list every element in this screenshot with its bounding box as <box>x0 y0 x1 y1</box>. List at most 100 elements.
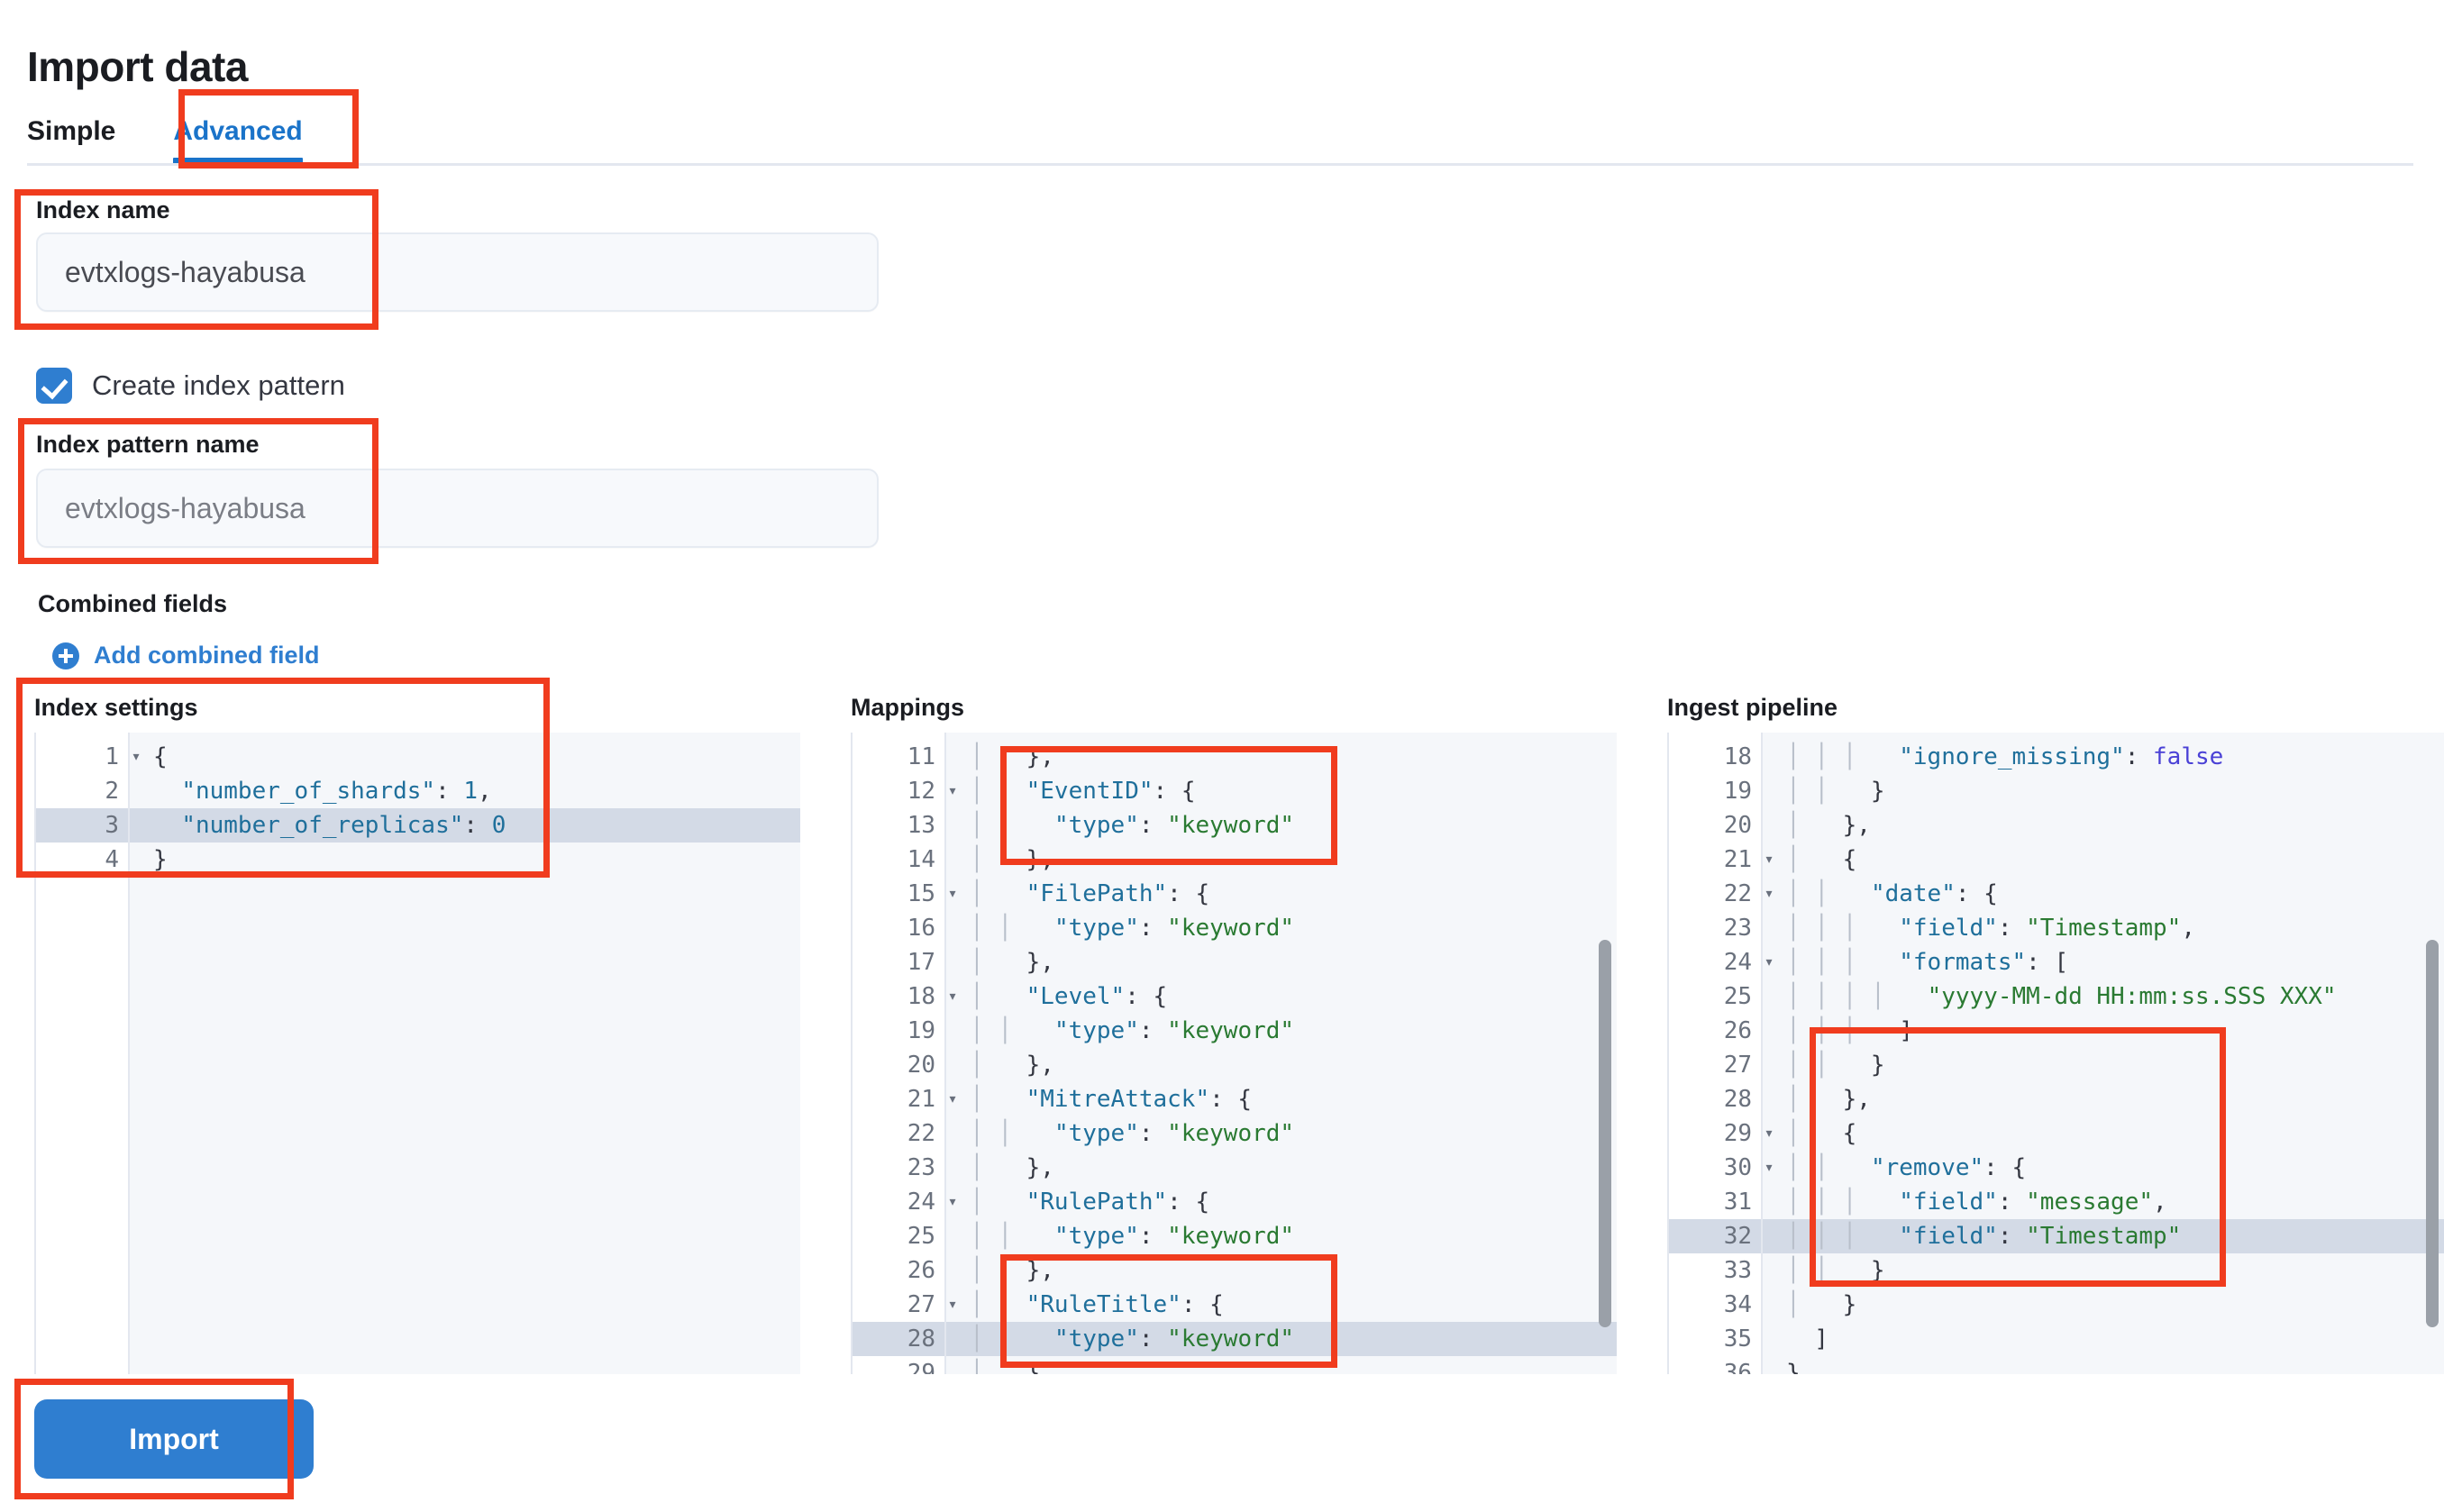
line-number: 26 <box>907 1257 935 1284</box>
line-number: 12▾ <box>853 774 958 808</box>
create-index-pattern-row[interactable]: Create index pattern <box>36 368 345 404</box>
line-number: 23 <box>907 1154 935 1181</box>
plus-circle-icon <box>52 642 79 669</box>
line-number: 20 <box>907 1052 935 1079</box>
editor-code[interactable]: │ },│ "EventID": {│ │ "type": "keyword"│… <box>946 733 1617 1374</box>
add-combined-field-label: Add combined field <box>94 642 320 669</box>
line-number: 34 <box>1723 1291 1752 1318</box>
fold-caret-icon[interactable]: ▾ <box>947 884 958 903</box>
code-line: │ │ "type": "keyword" <box>970 915 1295 942</box>
tab-simple[interactable]: Simple <box>27 116 116 146</box>
line-number: 18▾ <box>853 979 958 1014</box>
line-number: 33 <box>1723 1257 1752 1284</box>
index-name-input[interactable]: evtxlogs-hayabusa <box>36 232 879 312</box>
code-line: │ } <box>1786 1291 1857 1318</box>
line-number: 21▾ <box>853 1082 958 1116</box>
line-number: 26 <box>1723 1017 1752 1044</box>
create-index-pattern-checkbox[interactable] <box>36 368 72 404</box>
code-line: │ │ │ "field": "Timestamp", <box>1786 915 2195 942</box>
code-line: "number_of_shards": 1, <box>181 778 492 805</box>
line-number: 22▾ <box>1669 877 1774 911</box>
code-line: │ │ │ │ "yyyy-MM-dd HH:mm:ss.SSS XXX" <box>1786 983 2337 1010</box>
line-number: 32 <box>1669 1219 1761 1253</box>
fold-caret-icon[interactable]: ▾ <box>947 1295 958 1314</box>
line-number: 29 <box>907 1360 935 1374</box>
line-number: 29▾ <box>1669 1116 1774 1151</box>
editor-scrollbar[interactable] <box>2426 940 2439 1327</box>
line-number: 17 <box>907 949 935 976</box>
code-line: "number_of_replicas": 0 <box>130 808 800 843</box>
code-line: } <box>1786 1360 1801 1374</box>
line-number: 21▾ <box>1669 843 1774 877</box>
code-line: │ │ "type": "keyword" <box>970 1017 1295 1044</box>
code-line: │ │ │ "field": "message", <box>1786 1189 2167 1216</box>
code-line: │ }, <box>970 846 1054 873</box>
fold-caret-icon[interactable]: ▾ <box>131 747 141 766</box>
line-number: 24▾ <box>1669 945 1774 979</box>
line-number: 3 <box>36 808 128 843</box>
tab-advanced[interactable]: Advanced <box>144 118 331 165</box>
code-line: ] <box>1786 1325 1828 1353</box>
create-index-pattern-label: Create index pattern <box>92 369 345 401</box>
editor-code[interactable]: │ │ │ "ignore_missing": false│ │ }│ },│ … <box>1763 733 2444 1374</box>
fold-caret-icon[interactable]: ▾ <box>1764 850 1774 869</box>
code-line: │ { <box>1786 846 1857 873</box>
line-number: 16 <box>907 915 935 942</box>
code-line: │ "MitreAttack": { <box>970 1086 1253 1113</box>
fold-caret-icon[interactable]: ▾ <box>1764 1158 1774 1177</box>
index-name-label: Index name <box>36 196 170 223</box>
import-button[interactable]: Import <box>34 1399 314 1479</box>
line-number: 30▾ <box>1669 1151 1774 1185</box>
mappings-title: Mappings <box>851 694 964 721</box>
code-line: │ }, <box>970 743 1054 770</box>
code-line: │ │ } <box>1786 778 1885 805</box>
add-combined-field-button[interactable]: Add combined field <box>52 642 320 669</box>
line-number: 28 <box>853 1322 944 1356</box>
code-line: { <box>153 743 168 770</box>
line-number: 11 <box>907 743 935 770</box>
code-line: │ │ } <box>1786 1052 1885 1079</box>
editor-code[interactable]: { "number_of_shards": 1, "number_of_repl… <box>130 733 800 1374</box>
line-number: 25 <box>1723 983 1752 1010</box>
fold-caret-icon[interactable]: ▾ <box>947 987 958 1006</box>
code-line: │ }, <box>1786 812 1871 839</box>
line-number: 28 <box>1723 1086 1752 1113</box>
index-pattern-name-label: Index pattern name <box>36 431 260 458</box>
code-line: │ }, <box>970 949 1054 976</box>
line-number: 27 <box>1723 1052 1752 1079</box>
code-line: │ │ │ ] <box>1786 1017 1913 1044</box>
line-number: 31 <box>1723 1189 1752 1216</box>
fold-caret-icon[interactable]: ▾ <box>1764 884 1774 903</box>
fold-caret-icon[interactable]: ▾ <box>947 1089 958 1108</box>
code-line: │ { <box>1786 1120 1857 1147</box>
fold-caret-icon[interactable]: ▾ <box>1764 1124 1774 1143</box>
line-number: 24▾ <box>853 1185 958 1219</box>
code-line: │ │ │ "field": "Timestamp" <box>1763 1219 2444 1253</box>
editor-scrollbar[interactable] <box>1599 940 1611 1327</box>
code-line: │ }, <box>970 1154 1054 1181</box>
page-title: Import data <box>27 42 248 90</box>
line-number: 4 <box>105 846 119 873</box>
fold-caret-icon[interactable]: ▾ <box>1764 952 1774 971</box>
line-number: 2 <box>105 778 119 805</box>
index-pattern-name-input[interactable]: evtxlogs-hayabusa <box>36 469 879 548</box>
combined-fields-label: Combined fields <box>38 590 228 617</box>
fold-caret-icon[interactable]: ▾ <box>947 1192 958 1211</box>
line-number: 23 <box>1723 915 1752 942</box>
line-number: 36 <box>1723 1360 1752 1374</box>
code-line: │ │ } <box>1786 1257 1885 1284</box>
index-settings-title: Index settings <box>34 694 198 721</box>
line-number: 15▾ <box>853 877 958 911</box>
fold-caret-icon[interactable]: ▾ <box>947 781 958 800</box>
code-line: │ │ "type": "keyword" <box>970 812 1295 839</box>
code-line: │ }, <box>1786 1086 1871 1113</box>
